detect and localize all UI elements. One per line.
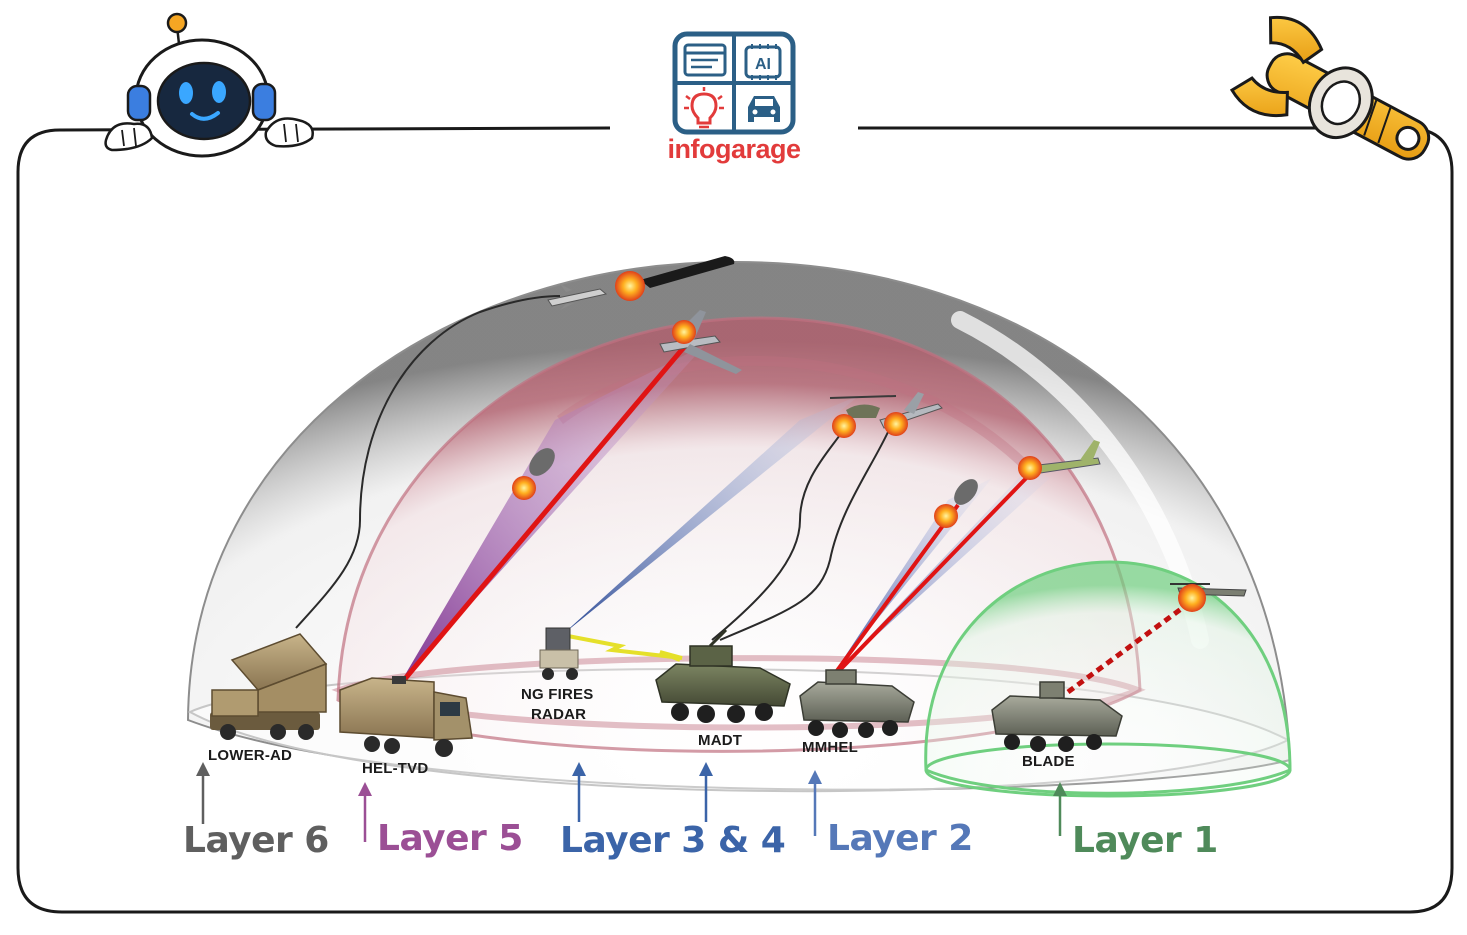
- madt-label: MADT: [698, 731, 742, 750]
- ng-fires-radar-label-line1: NG FIRES: [521, 685, 593, 704]
- ng-fires-radar-label-line2: RADAR: [531, 705, 586, 724]
- layer-5-label: Layer 5: [377, 818, 523, 859]
- blade-label: BLADE: [1022, 752, 1075, 771]
- explosion-icon: [512, 476, 536, 500]
- brand-name: infogarage: [610, 134, 858, 165]
- explosion-icon: [1018, 456, 1042, 480]
- explosion-icon: [934, 504, 958, 528]
- robot-mascot: [106, 14, 313, 156]
- infogarage-logo: AI: [675, 34, 793, 132]
- wrench-mascot: [1228, 10, 1449, 191]
- layer-2-arrow: [808, 770, 822, 836]
- layer-1-label: Layer 1: [1072, 820, 1218, 861]
- layer-6-label: Layer 6: [183, 820, 329, 861]
- explosion-icon: [884, 412, 908, 436]
- hel-tvd-label: HEL-TVD: [362, 759, 428, 778]
- explosion-icon: [1178, 584, 1206, 612]
- layer-6-arrow: [196, 762, 210, 824]
- ai-chip-text: AI: [755, 56, 771, 73]
- mmhel-label: MMHEL: [802, 738, 858, 757]
- layer-3-4-label: Layer 3 & 4: [560, 820, 785, 861]
- lower-ad-label: LOWER-AD: [208, 746, 292, 765]
- explosion-icon: [615, 271, 645, 301]
- layer-5-arrow: [358, 782, 372, 842]
- explosion-icon: [832, 414, 856, 438]
- explosion-icon: [672, 320, 696, 344]
- layer-2-label: Layer 2: [827, 818, 973, 859]
